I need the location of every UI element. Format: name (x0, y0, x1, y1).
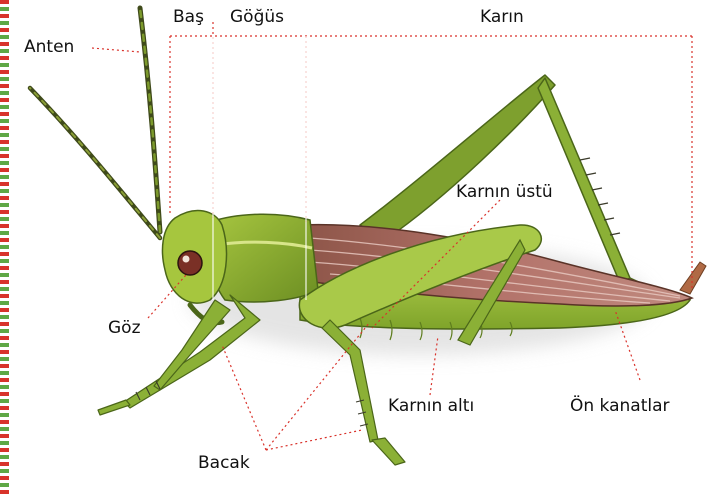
eye-highlight (183, 256, 190, 263)
label-karin: Karın (480, 9, 524, 26)
label-on-kanatlar: Ön kanatlar (570, 398, 670, 415)
eye (178, 251, 202, 275)
label-karnin-ustu: Karnın üstü (456, 184, 553, 201)
ovipositor (680, 262, 706, 294)
label-karnin-alti: Karnın altı (388, 398, 474, 415)
label-goz: Göz (108, 320, 141, 337)
label-bacak: Bacak (198, 455, 250, 472)
label-gogus: Göğüs (230, 9, 284, 26)
leg-spines (136, 381, 368, 426)
label-bas: Baş (173, 9, 204, 26)
label-anten: Anten (24, 39, 74, 56)
